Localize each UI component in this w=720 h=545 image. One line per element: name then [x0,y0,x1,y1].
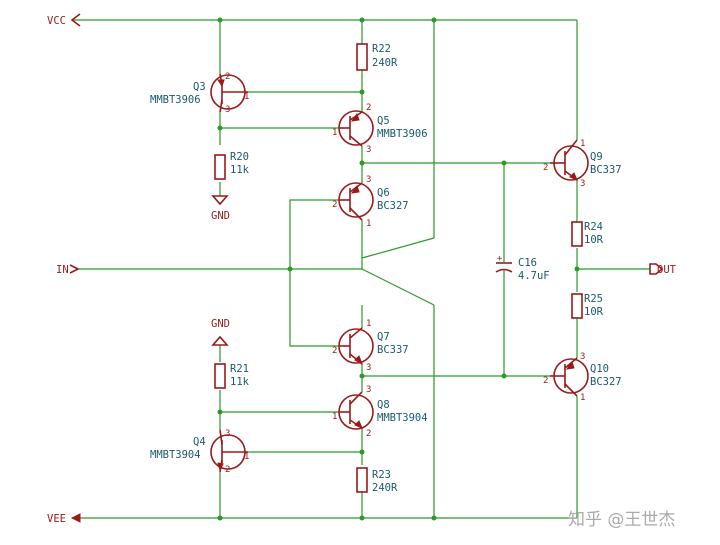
resistor-r22: R22 240R [356,43,398,71]
r22-value: 240R [372,57,398,69]
r25-value: 10R [584,306,604,318]
q3-ref: Q3 [193,81,206,93]
q3-pin3: 3 [225,105,230,115]
net-out: OUT [649,263,677,276]
r25-ref: R25 [584,293,603,305]
net-vee: VEE [47,513,81,525]
q4-value: MMBT3904 [150,449,201,461]
net-label-out: OUT [657,264,677,276]
q4-pin1: 1 [244,452,249,462]
transistor-q7: 2 1 3 Q7 BC337 [332,319,409,373]
q9-ref: Q9 [590,151,603,163]
gnd-symbol-top: GND [211,195,230,222]
transistor-q8: 1 3 2 Q8 MMBT3904 [332,385,428,439]
q7-pin3: 3 [366,363,371,373]
net-label-in: IN [56,264,69,276]
r20-ref: R20 [230,151,249,163]
q5-pin3: 3 [366,145,371,155]
q8-ref: Q8 [377,399,390,411]
net-in: IN [56,264,80,276]
q9-pin2: 2 [543,163,548,173]
q10-value: BC327 [590,376,622,388]
q9-pin1: 1 [580,139,585,149]
q7-value: BC337 [377,344,409,356]
resistor-r25: R25 10R [571,293,604,319]
q4-ref: Q4 [193,436,206,448]
gnd-symbol-bottom: GND [211,318,230,346]
q10-pin3: 3 [580,352,585,362]
c16-polarity: + [497,254,503,264]
q5-value: MMBT3906 [377,128,428,140]
r20-value: 11k [230,164,250,176]
q4-pin2: 2 [225,465,230,475]
q5-pin2: 2 [366,103,371,113]
transistor-q6: 2 3 1 Q6 BC327 [332,175,409,229]
net-label-vee: VEE [47,513,66,525]
q9-pin3: 3 [580,179,585,189]
gnd-label-top: GND [211,210,230,222]
resistor-r24: R24 10R [571,221,604,247]
r21-value: 11k [230,376,250,388]
junctions [217,17,580,521]
q6-pin2: 2 [332,200,337,210]
r24-ref: R24 [584,221,603,233]
resistor-r21: R21 11k [214,363,250,389]
q5-ref: Q5 [377,115,390,127]
c16-value: 4.7uF [518,270,550,282]
q7-pin1: 1 [366,319,371,329]
transistor-q4: 3 1 2 Q4 MMBT3904 [150,429,249,475]
r21-ref: R21 [230,363,249,375]
q4-pin3: 3 [225,429,230,439]
q5-pin1: 1 [332,128,337,138]
q9-value: BC337 [590,164,622,176]
q6-pin3: 3 [366,175,371,185]
gnd-label-bottom: GND [211,318,230,330]
r23-value: 240R [372,482,398,494]
net-vcc: VCC [47,13,81,27]
q6-ref: Q6 [377,187,390,199]
q6-value: BC327 [377,200,409,212]
q10-ref: Q10 [590,363,609,375]
resistor-r23: R23 240R [356,467,398,494]
q10-pin1: 1 [580,393,585,403]
q8-pin2: 2 [366,429,371,439]
q8-value: MMBT3904 [377,412,428,424]
transistor-q9: 2 1 3 Q9 BC337 [543,139,622,189]
net-label-vcc: VCC [47,15,66,27]
q6-pin1: 1 [366,219,371,229]
transistor-q5: 1 2 3 Q5 MMBT3906 [332,103,428,155]
resistor-r20: R20 11k [214,151,250,180]
q7-ref: Q7 [377,331,390,343]
q3-pin2: 2 [225,72,230,82]
q3-value: MMBT3906 [150,94,201,106]
q8-pin1: 1 [332,412,337,422]
q8-pin3: 3 [366,385,371,395]
transistor-q10: 2 3 1 Q10 BC327 [543,352,622,403]
q7-pin2: 2 [332,346,337,356]
transistor-q3: 2 1 3 Q3 MMBT3906 [150,72,249,115]
watermark-text: 知乎 @王世杰 [568,510,675,530]
capacitor-c16: + C16 4.7uF [495,180,550,292]
r23-ref: R23 [372,469,391,481]
r24-value: 10R [584,234,604,246]
q3-pin1: 1 [244,92,249,102]
q10-pin2: 2 [543,376,548,386]
r22-ref: R22 [372,43,391,55]
c16-ref: C16 [518,257,537,269]
